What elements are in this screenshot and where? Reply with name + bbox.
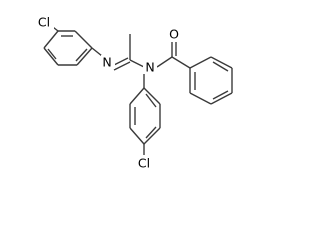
atom-n-imine: N — [101, 55, 115, 70]
bond — [43, 47, 59, 66]
bond — [210, 56, 233, 69]
bond — [47, 48, 57, 60]
atom-label-n-amide: N — [145, 60, 154, 75]
bottom-chlorophenyl-ring — [129, 73, 161, 155]
bond — [129, 59, 145, 68]
bond — [212, 61, 229, 72]
atom-label-n-imine: N — [102, 55, 111, 70]
benzoyl-ring — [171, 56, 233, 105]
carbonyl-group — [156, 42, 177, 68]
bond — [129, 127, 145, 145]
bond — [143, 87, 161, 105]
bond — [210, 92, 233, 105]
atom-o-carbonyl: O — [167, 27, 181, 42]
bond — [43, 30, 59, 49]
atom-cl-bottom: Cl — [133, 156, 155, 171]
amidine-linkage — [91, 34, 145, 71]
top-chlorophenyl-ring — [43, 23, 93, 66]
atom-labels: Cl N N O Cl — [34, 15, 181, 171]
bond — [156, 56, 173, 68]
bond — [113, 61, 131, 71]
bond — [143, 127, 161, 145]
atom-label-cl-top: Cl — [38, 15, 50, 30]
atom-n-amide: N — [143, 60, 157, 75]
bond — [145, 93, 157, 108]
atom-cl-top: Cl — [34, 15, 54, 30]
bond — [75, 48, 88, 62]
bond — [171, 56, 191, 69]
bond — [212, 90, 229, 100]
bond — [145, 126, 157, 139]
molecule-structure: Cl N N O Cl — [34, 14, 233, 171]
bond — [189, 56, 212, 69]
bond — [74, 30, 93, 49]
bond — [76, 47, 93, 66]
atom-label-cl-bottom: Cl — [138, 156, 150, 171]
bond — [91, 47, 103, 57]
bond — [189, 92, 212, 105]
structure-canvas: Cl N N O Cl — [34, 14, 233, 171]
bonds — [43, 23, 233, 155]
atom-label-o-carbonyl: O — [169, 27, 179, 42]
bond — [129, 87, 145, 105]
